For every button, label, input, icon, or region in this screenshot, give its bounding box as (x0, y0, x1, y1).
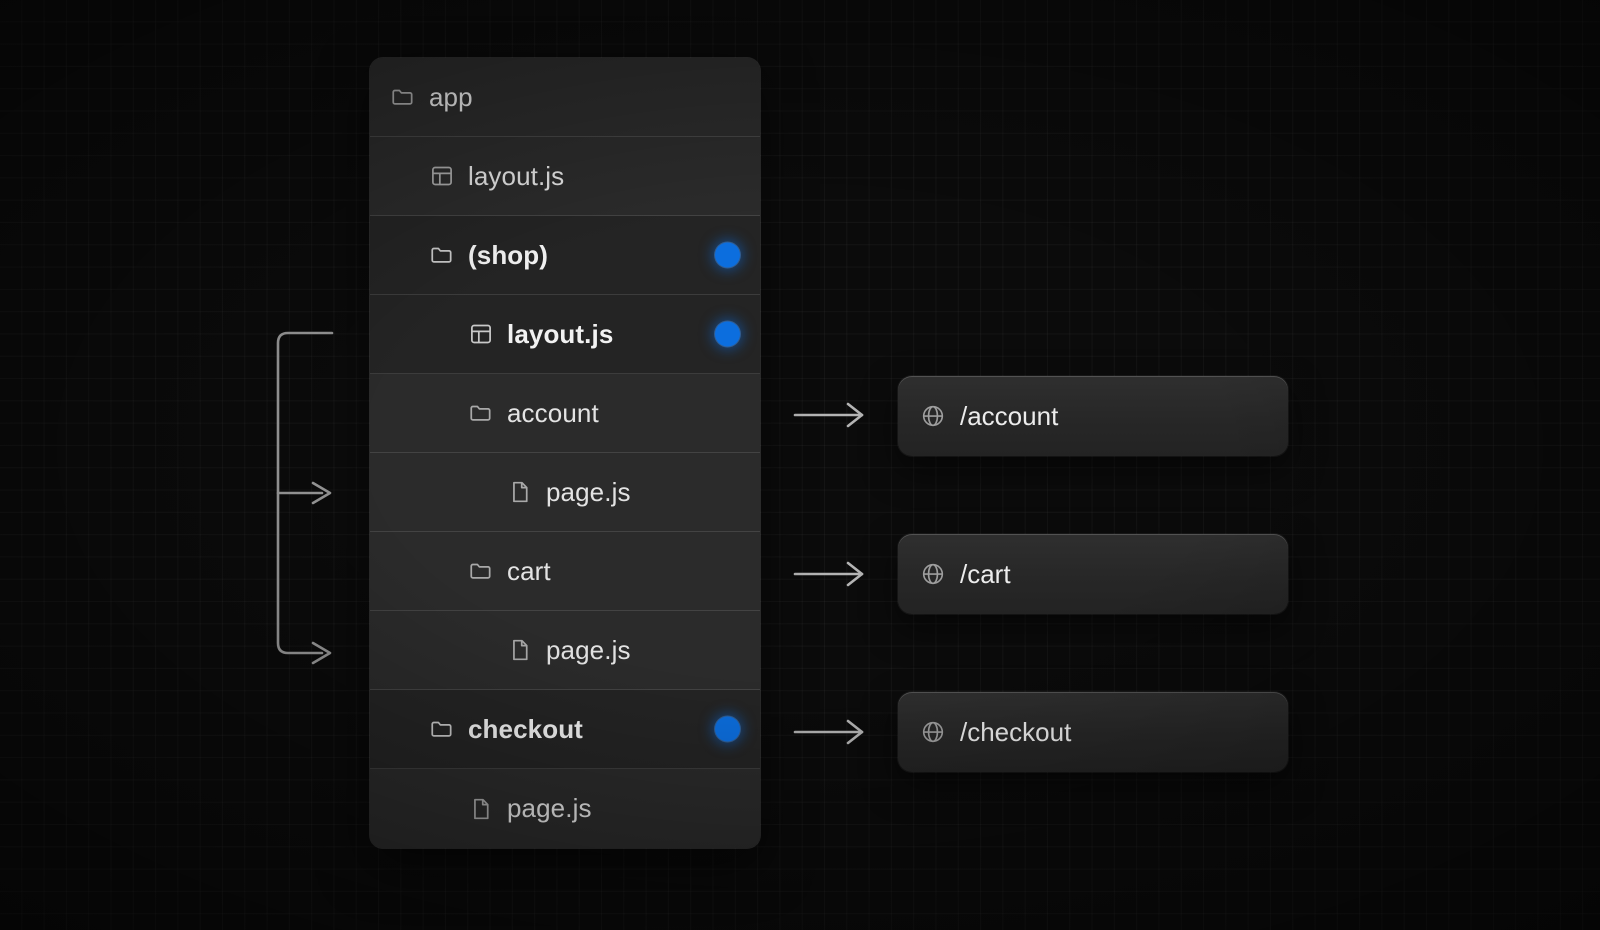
tree-row-checkout[interactable]: checkout (370, 690, 760, 769)
route-card-label: /checkout (960, 716, 1072, 747)
folder-icon (468, 558, 494, 584)
active-segment-dot (715, 321, 740, 347)
folder-icon (468, 400, 494, 426)
tree-row-label: account (507, 397, 599, 428)
tree-row-app[interactable]: app (370, 58, 760, 137)
tree-row-label: page.js (546, 476, 631, 507)
active-segment-dot (715, 242, 740, 268)
tree-row-label: cart (507, 555, 551, 586)
tree-row-label: (shop) (468, 239, 549, 270)
globe-icon (920, 561, 946, 587)
route-card-label: /account (960, 400, 1059, 431)
route-card-account[interactable]: /account (898, 376, 1288, 456)
tree-row-shop[interactable]: (shop) (370, 216, 760, 295)
folder-icon (429, 716, 455, 742)
tree-row-label: app (429, 81, 473, 112)
globe-icon (920, 719, 946, 745)
tree-row-page.js[interactable]: page.js (370, 453, 760, 532)
tree-row-label: layout.js (468, 160, 565, 191)
folder-icon (429, 242, 455, 268)
layout-icon (468, 321, 494, 347)
route-card-label: /cart (960, 558, 1011, 589)
tree-row-label: checkout (468, 713, 583, 744)
globe-icon (920, 403, 946, 429)
document-icon (507, 479, 533, 505)
route-card-cart[interactable]: /cart (898, 534, 1288, 614)
tree-row-page.js[interactable]: page.js (370, 769, 760, 848)
tree-row-label: page.js (546, 634, 631, 665)
tree-row-account[interactable]: account (370, 374, 760, 453)
route-card-checkout[interactable]: /checkout (898, 692, 1288, 772)
active-segment-dot (715, 716, 740, 742)
folder-icon (390, 84, 416, 110)
document-icon (507, 637, 533, 663)
tree-row-layout.js[interactable]: layout.js (370, 137, 760, 216)
app-directory-tree: app layout.js (shop) layout.js account page.j… (370, 58, 760, 848)
tree-row-layout.js[interactable]: layout.js (370, 295, 760, 374)
tree-row-page.js[interactable]: page.js (370, 611, 760, 690)
document-icon (468, 796, 494, 822)
tree-row-cart[interactable]: cart (370, 532, 760, 611)
tree-row-label: layout.js (507, 318, 614, 349)
tree-row-label: page.js (507, 793, 592, 823)
layout-icon (429, 163, 455, 189)
